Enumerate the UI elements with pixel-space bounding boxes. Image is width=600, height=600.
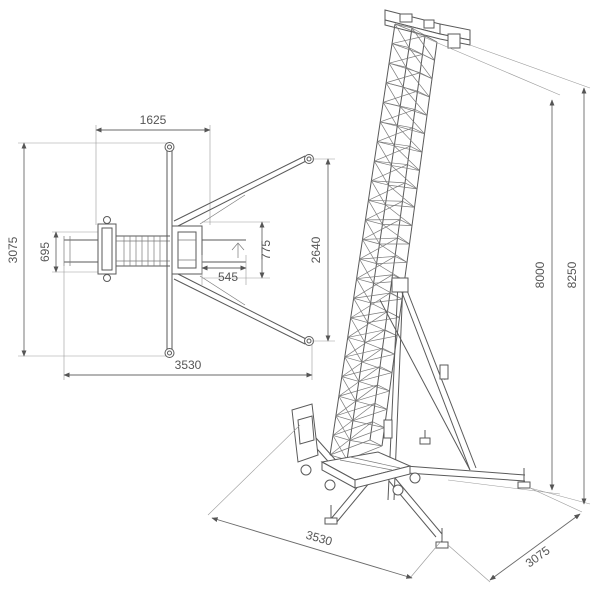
dim-3075-iso-label: 3075 [523, 543, 553, 570]
dim-8250-label: 8250 [565, 261, 579, 288]
dim-3530-plan: 3530 [63, 266, 313, 380]
plan-frame [63, 142, 314, 358]
dim-695: 695 [38, 231, 100, 273]
top-view: 1625 3075 695 [6, 113, 335, 380]
dim-3530-iso-label: 3530 [304, 528, 334, 549]
dim-2640: 2640 [309, 158, 335, 342]
dim-3075-iso: 3075 [447, 487, 583, 583]
dim-1625: 1625 [95, 113, 211, 225]
dim-695-label: 695 [38, 242, 52, 262]
tower-head [384, 9, 471, 49]
tower-base [291, 403, 531, 549]
dim-2640-label: 2640 [309, 236, 323, 263]
dim-1625-label: 1625 [140, 113, 167, 127]
dim-8250: 8250 [469, 44, 591, 505]
mast-truss [329, 23, 438, 461]
iso-view: 8000 8250 3530 3075 [207, 9, 591, 583]
tower-struts [379, 277, 477, 501]
dim-8000-label: 8000 [533, 261, 547, 288]
dim-545-label: 545 [218, 270, 238, 284]
dim-8000: 8000 [411, 31, 561, 495]
dim-3075-left: 3075 [6, 142, 170, 357]
dim-545: 545 [201, 255, 247, 285]
dim-3530-plan-label: 3530 [175, 358, 202, 372]
dim-3075-left-label: 3075 [6, 236, 20, 263]
dim-775-label: 775 [259, 240, 273, 260]
dim-775: 775 [202, 221, 273, 279]
